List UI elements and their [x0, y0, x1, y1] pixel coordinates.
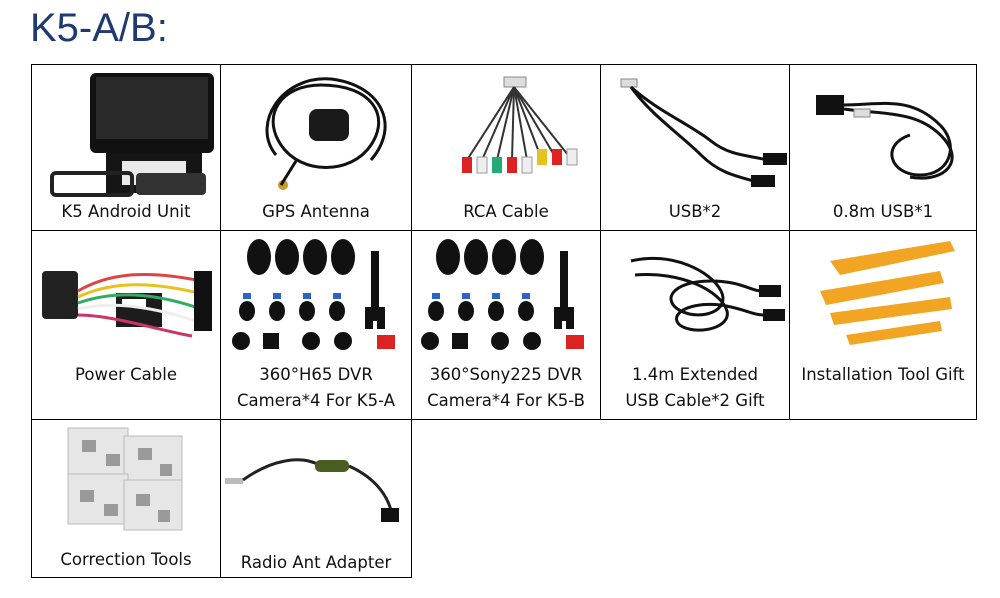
item-label: GPS Antenna — [262, 202, 370, 221]
item-label: Power Cable — [75, 365, 177, 384]
item-label-line2: USB Cable*2 Gift — [625, 391, 765, 410]
item-label: Correction Tools — [60, 550, 192, 569]
android-unit-image — [50, 73, 214, 197]
usb-08m-image — [816, 95, 954, 180]
correction-tools-image — [67, 427, 183, 531]
item-rca-cable: RCA Cable — [411, 64, 601, 231]
sony225-camera-image — [421, 239, 584, 350]
page-title: K5-A/B: — [30, 6, 168, 50]
item-installation-tool: Installation Tool Gift — [789, 230, 977, 420]
item-label: Installation Tool Gift — [801, 365, 965, 384]
installation-tool-image — [820, 241, 955, 345]
item-k5-android-unit: K5 Android Unit — [31, 64, 221, 231]
item-label-line1: 360°Sony225 DVR — [429, 365, 583, 384]
item-power-cable: Power Cable — [31, 230, 221, 420]
item-label: USB*2 — [668, 202, 722, 221]
item-usb-2: USB*2 — [600, 64, 790, 231]
extended-usb-image — [630, 256, 785, 332]
item-label: 0.8m USB*1 — [832, 202, 934, 221]
item-gps-antenna: GPS Antenna — [220, 64, 412, 231]
item-label-line1: 360°H65 DVR — [259, 365, 373, 384]
power-cable-image — [42, 271, 212, 338]
usb-cable-image — [620, 78, 787, 187]
item-label: RCA Cable — [463, 202, 549, 221]
item-correction-tools: Correction Tools — [31, 419, 221, 578]
radio-adapter-image — [225, 458, 399, 522]
gps-antenna-image — [265, 77, 387, 190]
item-label-line2: Camera*4 For K5-B — [427, 391, 585, 410]
h65-camera-image — [232, 239, 395, 350]
item-label: Radio Ant Adapter — [240, 553, 392, 572]
item-sony225-camera: 360°Sony225 DVR Camera*4 For K5-B — [411, 230, 601, 420]
item-h65-camera: 360°H65 DVR Camera*4 For K5-A — [220, 230, 412, 420]
item-label-line2: Camera*4 For K5-A — [237, 391, 395, 410]
item-08m-usb: 0.8m USB*1 — [789, 64, 977, 231]
item-label-line1: 1.4m Extended — [632, 365, 758, 384]
rca-cable-image — [462, 76, 578, 174]
item-extended-usb: 1.4m Extended USB Cable*2 Gift — [600, 230, 790, 420]
item-radio-ant-adapter: Radio Ant Adapter — [220, 419, 412, 578]
item-label: K5 Android Unit — [61, 202, 191, 221]
